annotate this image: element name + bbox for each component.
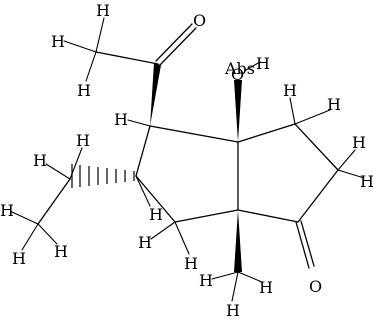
- bond-ketone-2: [300, 220, 315, 267]
- bond-acetyl-c: [95, 51, 159, 65]
- atom-label-h: H: [54, 242, 68, 261]
- atom-label-h: H: [327, 95, 341, 114]
- bond-c5-c1: [149, 125, 239, 143]
- atom-label-h: H: [149, 205, 163, 224]
- bond-c3-c4: [174, 209, 239, 223]
- atom-label-h: H: [77, 81, 91, 100]
- bond-c7-c8: [297, 169, 339, 223]
- atom-label-h: H: [226, 301, 240, 319]
- atom-label-h: H: [76, 131, 90, 150]
- bond-c2-c3: [135, 175, 176, 223]
- atom-label-o-hydroxyl: O: [231, 65, 244, 84]
- atom-label-h: H: [114, 110, 128, 129]
- skeleton-bonds: [37, 23, 339, 269]
- bond-c6-c7: [294, 123, 339, 171]
- atom-label-h: H: [96, 1, 110, 20]
- atom-label-h: H: [0, 201, 14, 220]
- stereo-bonds: [71, 63, 242, 272]
- bond-c1-c2: [135, 125, 151, 177]
- bond-acetyl-o-2: [159, 27, 197, 66]
- hydrogen-bonds: [11, 17, 365, 302]
- atom-label-h: H: [360, 172, 373, 191]
- atom-label-h: H: [199, 271, 213, 290]
- atom-label-h: H: [184, 254, 198, 273]
- atom-label-o-acetyl: O: [193, 11, 206, 30]
- atom-label-h: H: [12, 249, 26, 268]
- bond-acetyl-o-1: [155, 23, 193, 62]
- wedge-c1-acetyl: [150, 63, 161, 126]
- atom-label-h: H: [51, 32, 65, 51]
- atom-label-abs: Abs: [224, 59, 255, 78]
- atom-label-h: H: [138, 233, 152, 252]
- bond-c5-c6: [237, 123, 296, 143]
- atom-label-h: H: [283, 81, 297, 100]
- atom-label-h: H: [33, 151, 47, 170]
- hash-c2-ethyl: [71, 164, 135, 188]
- bond-ethyl-c2: [37, 178, 71, 225]
- wedge-c5-oh: [234, 80, 242, 142]
- wedge-c4-methyl: [234, 210, 242, 272]
- atom-label-h: H: [352, 133, 366, 152]
- atom-label-h: H: [259, 278, 273, 297]
- bond-ketone-1: [295, 221, 310, 269]
- atom-label-h: H: [256, 54, 270, 73]
- atom-label-o-ketone: O: [309, 277, 322, 296]
- bond-c8-c4: [237, 209, 299, 223]
